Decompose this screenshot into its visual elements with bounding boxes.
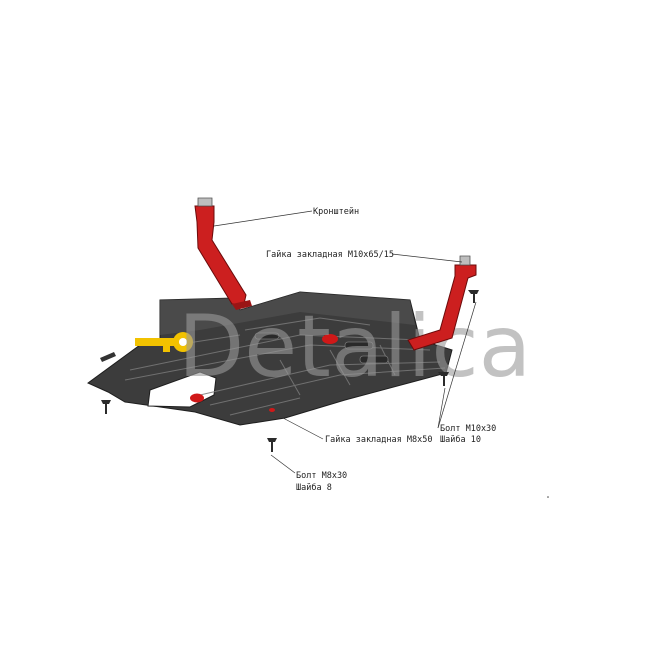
label-nut-m10: Гайка закладная М10х65/15 — [266, 250, 394, 260]
label-washer-10: Шайба 10 — [440, 434, 481, 445]
stray-dot — [547, 496, 549, 498]
label-bracket: Кронштейн — [313, 207, 359, 217]
label-bolt-m10: Болт М10х30 — [440, 424, 496, 434]
rubber-plug — [322, 334, 338, 344]
bolt-icon — [468, 290, 479, 303]
small-bracket — [100, 352, 116, 362]
bolt-icon — [101, 400, 111, 414]
bracket-nut — [197, 197, 213, 207]
watermark-text: Detalica — [178, 297, 531, 397]
left-bracket — [194, 197, 252, 310]
plate-vents — [254, 332, 389, 364]
bolt-icon — [267, 438, 277, 452]
key-icon — [135, 332, 193, 352]
label-nut-m8: Гайка закладная М8х50 — [325, 435, 432, 445]
bolt-icon — [438, 372, 449, 386]
rubber-plug — [190, 393, 204, 403]
leader-lines — [213, 210, 477, 474]
label-bolt-m8: Болт М8х30 — [296, 471, 347, 481]
rubber-plug — [269, 408, 275, 412]
bracket-nut — [459, 255, 471, 266]
label-washer-8: Шайба 8 — [296, 482, 332, 493]
right-bracket — [407, 255, 477, 351]
watermark-logo: Detalica — [135, 297, 531, 397]
